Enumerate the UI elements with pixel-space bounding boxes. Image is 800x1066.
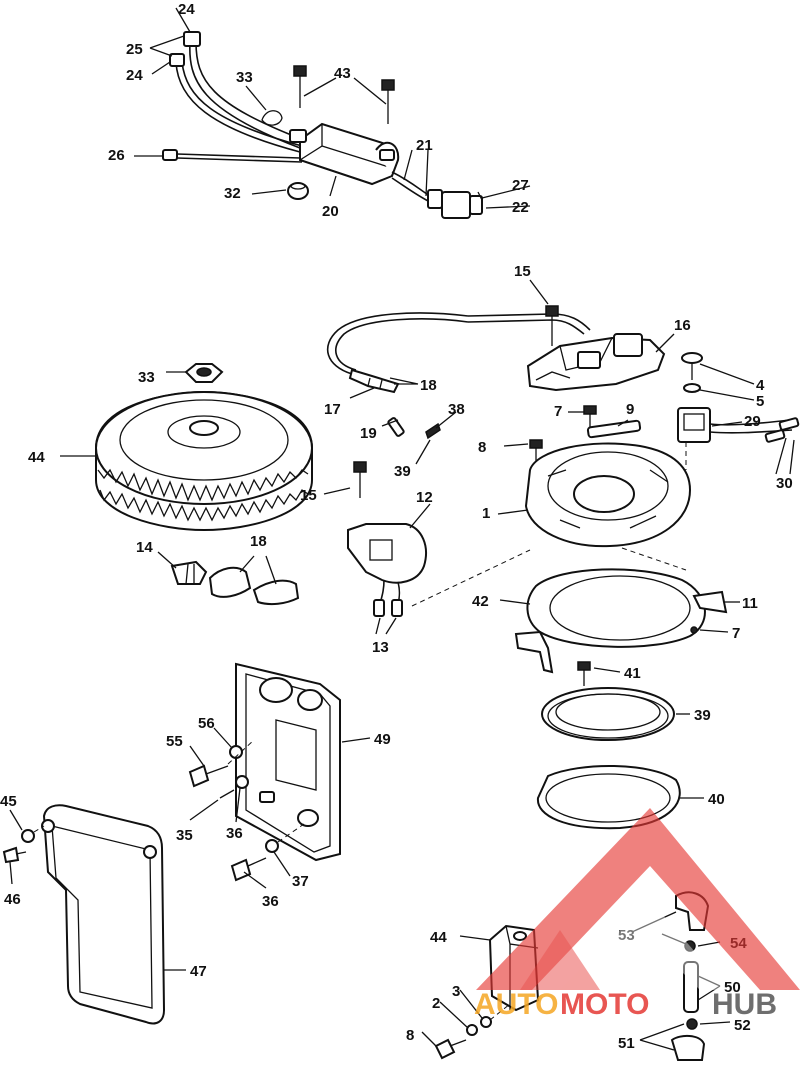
callout-numbers: 24 25 24 33 43 26 21 32 20 27 22 15 16 3… — [0, 1, 793, 1052]
callout-12: 12 — [416, 489, 433, 506]
callout-44: 44 — [430, 929, 447, 946]
callout-33: 35 — [176, 827, 193, 844]
callout-1: 1 — [482, 505, 490, 522]
callout-37: 38 — [448, 401, 465, 418]
callout-34: 36 — [226, 825, 243, 842]
callout-13: 13 — [372, 639, 389, 656]
callout-43: 43 — [334, 65, 351, 82]
callout-41: 41 — [624, 665, 641, 682]
callout-5: 5 — [756, 393, 764, 410]
callout-38: 39 — [394, 463, 411, 480]
cover-plate — [2, 804, 166, 1025]
callout-4: 4 — [756, 377, 765, 394]
callout-45: 44 — [28, 449, 45, 466]
callout-47: 46 — [4, 891, 21, 908]
watermark-logo: AUTO MOTO HUB — [474, 808, 800, 1021]
callout-8: 8 — [406, 1027, 414, 1044]
callout-30: 30 — [776, 475, 793, 492]
callout-27: 27 — [512, 177, 529, 194]
callout-40: 40 — [708, 791, 725, 808]
callout-51: 51 — [618, 1035, 635, 1052]
callout-14: 14 — [136, 539, 153, 556]
callout-56: 56 — [198, 715, 215, 732]
power-pack-assembly — [162, 31, 483, 219]
callout-46: 45 — [0, 793, 17, 810]
callout-21: 20 — [322, 203, 339, 220]
callout-2: 2 — [432, 995, 440, 1012]
callout-19: 18 — [250, 533, 267, 550]
steering-rings — [536, 661, 681, 830]
callout-39: 39 — [694, 707, 711, 724]
callout-35: 36 — [262, 893, 279, 910]
callout-48: 47 — [190, 963, 207, 980]
plug-and-sleeves — [170, 560, 300, 606]
callout-42: 42 — [472, 593, 489, 610]
callout-53: 53 — [618, 927, 635, 944]
callout-9: 8 — [478, 439, 486, 456]
callout-7-lower: 7 — [732, 625, 740, 642]
retainer-ring — [514, 568, 728, 674]
armature-plate — [524, 405, 692, 571]
callout-32: 33 — [138, 369, 155, 386]
callout-22: 21 — [416, 137, 433, 154]
callout-24-top: 24 — [178, 1, 195, 18]
callout-18: 18 — [420, 377, 437, 394]
watermark-text-part1: AUTO — [474, 988, 558, 1021]
callout-20: 19 — [360, 425, 377, 442]
callout-25: 25 — [126, 41, 143, 58]
callout-7-top: 7 — [554, 403, 562, 420]
callout-17: 17 — [324, 401, 341, 418]
leader-lines — [9, 7, 795, 1051]
callout-28: 33 — [236, 69, 253, 86]
callout-24-lower: 24 — [126, 67, 143, 84]
callout-26: 26 — [108, 147, 125, 164]
ignition-coil — [347, 461, 531, 617]
callout-52: 52 — [734, 1017, 751, 1034]
callout-16: 16 — [674, 317, 691, 334]
callout-49: 49 — [374, 731, 391, 748]
timer-base-assembly — [526, 305, 666, 392]
callout-10: 9 — [626, 401, 634, 418]
callout-31: 32 — [224, 185, 241, 202]
callout-29: 29 — [744, 413, 761, 430]
callout-15-top: 15 — [514, 263, 531, 280]
callout-3: 3 — [452, 983, 460, 1000]
callout-15-mid: 15 — [300, 487, 317, 504]
callout-50: 50 — [724, 979, 741, 996]
callout-55: 55 — [166, 733, 183, 750]
watermark-text-part2: MOTO — [560, 988, 649, 1021]
flywheel — [95, 363, 313, 532]
callout-11: 11 — [742, 595, 758, 612]
callout-23: 22 — [512, 199, 529, 216]
watermark-text-part3: HUB — [712, 988, 777, 1021]
sensor-module — [677, 352, 800, 470]
mounting-bracket — [188, 662, 341, 882]
callout-36: 37 — [292, 873, 309, 890]
